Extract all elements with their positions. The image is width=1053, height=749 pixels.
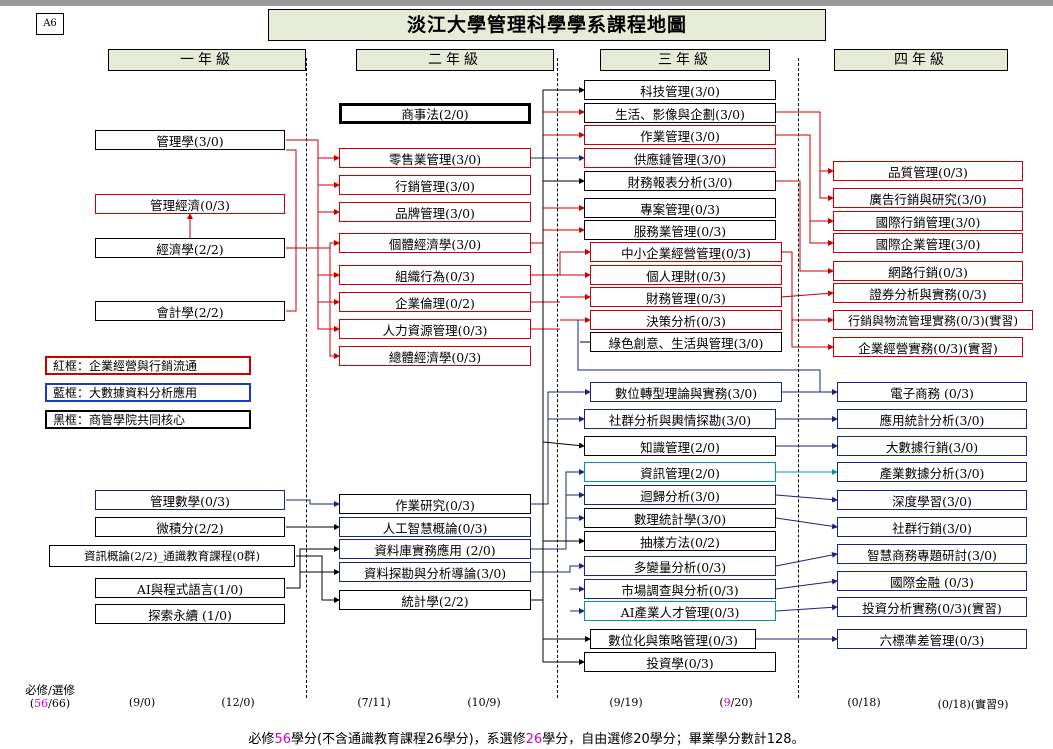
- legend-red: 紅框：企業經營與行銷流通: [45, 356, 251, 375]
- credits-y1a: (9/0): [128, 696, 156, 709]
- course-y2-microeconomics: 個體經濟學(3/0): [339, 233, 531, 253]
- divider-3: [798, 58, 799, 698]
- credits-y4b: (0/18)(實習9): [937, 698, 1009, 711]
- course-y1-management: 管理學(3/0): [95, 130, 285, 150]
- course-y1-accounting: 會計學(2/2): [95, 301, 285, 321]
- course-y4-intl-marketing: 國際行銷管理(3/0): [833, 211, 1023, 231]
- course-y2-operations-research: 作業研究(0/3): [339, 494, 531, 514]
- course-y3-info-mgmt: 資訊管理(2/0): [584, 462, 776, 482]
- year-1-header: 一年級: [108, 49, 306, 71]
- course-y4-investment-practice: 投資分析實務(0/3)(實習): [837, 597, 1027, 617]
- course-y4-advertising: 廣告行銷與研究(3/0): [833, 188, 1023, 208]
- credits-y2b: (10/9): [467, 696, 501, 709]
- course-y4-applied-stats: 應用統計分析(3/0): [837, 409, 1027, 429]
- course-y4-smart-commerce: 智慧商務專題研討(3/0): [837, 544, 1027, 564]
- course-y4-intl-finance: 國際金融 (0/3): [837, 571, 1027, 591]
- course-y2-ai-intro: 人工智慧概論(0/3): [339, 517, 531, 537]
- course-y2-org-behavior: 組織行為(0/3): [339, 265, 531, 285]
- course-y3-sampling: 抽樣方法(0/2): [584, 531, 776, 551]
- course-y4-social-marketing: 社群行銷(3/0): [837, 517, 1027, 537]
- course-y4-logistics-practice: 行銷與物流管理實務(0/3)(實習): [833, 310, 1033, 330]
- course-y2-brand: 品牌管理(3/0): [339, 202, 531, 222]
- course-y1-ai-programming: AI與程式語言(1/0): [95, 578, 285, 598]
- course-y3-service-mgmt: 服務業管理(0/3): [584, 220, 776, 240]
- course-y1-mgmt-math: 管理數學(0/3): [95, 490, 285, 510]
- course-y4-quality-mgmt: 品質管理(0/3): [833, 161, 1023, 181]
- course-y2-marketing: 行銷管理(3/0): [339, 175, 531, 195]
- course-y4-business-practice: 企業經營實務(0/3)(實習): [833, 337, 1023, 357]
- course-y3-tech-mgmt: 科技管理(3/0): [584, 80, 776, 100]
- course-y3-knowledge-mgmt: 知識管理(2/0): [584, 436, 776, 456]
- course-y4-online-marketing: 網路行銷(0/3): [833, 261, 1023, 281]
- year-2-header: 二年級: [356, 49, 554, 71]
- course-y3-math-stats: 數理統計學(3/0): [584, 508, 776, 528]
- course-y3-life-image: 生活、影像與企劃(3/0): [584, 103, 776, 123]
- credits-y3a: (9/19): [609, 696, 643, 709]
- course-y4-deep-learning: 深度學習(3/0): [837, 490, 1027, 510]
- course-y3-personal-finance: 個人理財(0/3): [590, 265, 782, 285]
- graduation-note: 必修56學分(不含通識教育課程26學分)，系選修26學分，自由選修20學分；畢業…: [248, 732, 805, 747]
- course-y4-intl-business: 國際企業管理(3/0): [833, 233, 1023, 253]
- page-title: 淡江大學管理科學學系課程地圖: [268, 9, 826, 41]
- credits-y2a: (7/11): [357, 696, 391, 709]
- course-y4-big-data-marketing: 大數據行銷(3/0): [837, 436, 1027, 456]
- legend-blue: 藍框：大數據資料分析應用: [45, 383, 251, 402]
- course-y3-digital-transformation: 數位轉型理論與實務(3/0): [590, 382, 782, 402]
- top-bar: [0, 0, 1053, 6]
- course-y3-decision-analysis: 決策分析(0/3): [590, 310, 782, 330]
- course-y3-operations-mgmt: 作業管理(3/0): [584, 125, 776, 145]
- course-y1-managerial-economics: 管理經濟(0/3): [95, 194, 285, 214]
- course-y3-ai-talent: AI產業人才管理(0/3): [584, 601, 776, 621]
- course-y2-statistics: 統計學(2/2): [339, 590, 531, 610]
- page-tag: A6: [36, 13, 64, 35]
- course-y3-financial-mgmt: 財務管理(0/3): [590, 287, 782, 307]
- course-y2-retail: 零售業管理(3/0): [339, 148, 531, 168]
- year-3-header: 三年級: [600, 49, 770, 71]
- credits-y3b: (9/20): [719, 696, 753, 709]
- course-y1-intro-computing: 資訊概論(2/2)_通識教育課程(0群): [49, 545, 295, 567]
- course-y3-digital-strategy: 數位化與策略管理(0/3): [590, 629, 756, 649]
- course-y2-macroeconomics: 總體經濟學(0/3): [339, 346, 531, 366]
- course-y1-calculus: 微積分(2/2): [95, 517, 285, 537]
- course-y4-six-sigma: 六標準差管理(0/3): [837, 629, 1027, 649]
- course-y1-economics: 經濟學(2/2): [95, 238, 285, 258]
- divider-1: [306, 58, 307, 698]
- credits-total: (56/66): [29, 697, 71, 710]
- course-y3-supply-chain: 供應鏈管理(3/0): [584, 148, 776, 168]
- course-y2-business-ethics: 企業倫理(0/2): [339, 292, 531, 312]
- course-y2-business-law: 商事法(2/0): [339, 103, 531, 124]
- course-y3-regression: 迴歸分析(3/0): [584, 485, 776, 505]
- credits-y4a: (0/18): [847, 696, 881, 709]
- course-y3-multivariate: 多變量分析(0/3): [584, 556, 776, 576]
- course-y3-market-research: 市場調查與分析(0/3): [584, 579, 776, 599]
- credits-y1b: (12/0): [221, 696, 255, 709]
- course-y3-financial-statements: 財務報表分析(3/0): [584, 171, 776, 191]
- course-y4-securities: 證券分析與實務(0/3): [833, 283, 1023, 303]
- course-y3-sme-mgmt: 中小企業經營管理(0/3): [590, 242, 782, 262]
- course-y4-ecommerce: 電子商務 (0/3): [837, 382, 1027, 402]
- course-y4-industry-data: 產業數據分析(3/0): [837, 462, 1027, 482]
- course-y3-investments: 投資學(0/3): [584, 652, 776, 672]
- course-y3-green-creativity: 綠色創意、生活與管理(3/0): [590, 332, 782, 352]
- course-y1-sustainability: 探索永續 (1/0): [95, 604, 285, 624]
- credits-header: 必修/選修: [25, 683, 75, 697]
- divider-2: [557, 58, 558, 698]
- course-y2-database: 資料庫實務應用 (2/0): [339, 539, 531, 559]
- course-y2-hrm: 人力資源管理(0/3): [339, 319, 531, 339]
- year-4-header: 四年級: [834, 49, 1008, 71]
- course-y3-social-analytics: 社群分析與輿情探勘(3/0): [584, 409, 776, 429]
- course-y3-project-mgmt: 專案管理(0/3): [584, 198, 776, 218]
- legend-black: 黑框：商管學院共同核心: [45, 410, 251, 429]
- course-y2-data-mining: 資料探勘與分析導論(3/0): [339, 562, 531, 582]
